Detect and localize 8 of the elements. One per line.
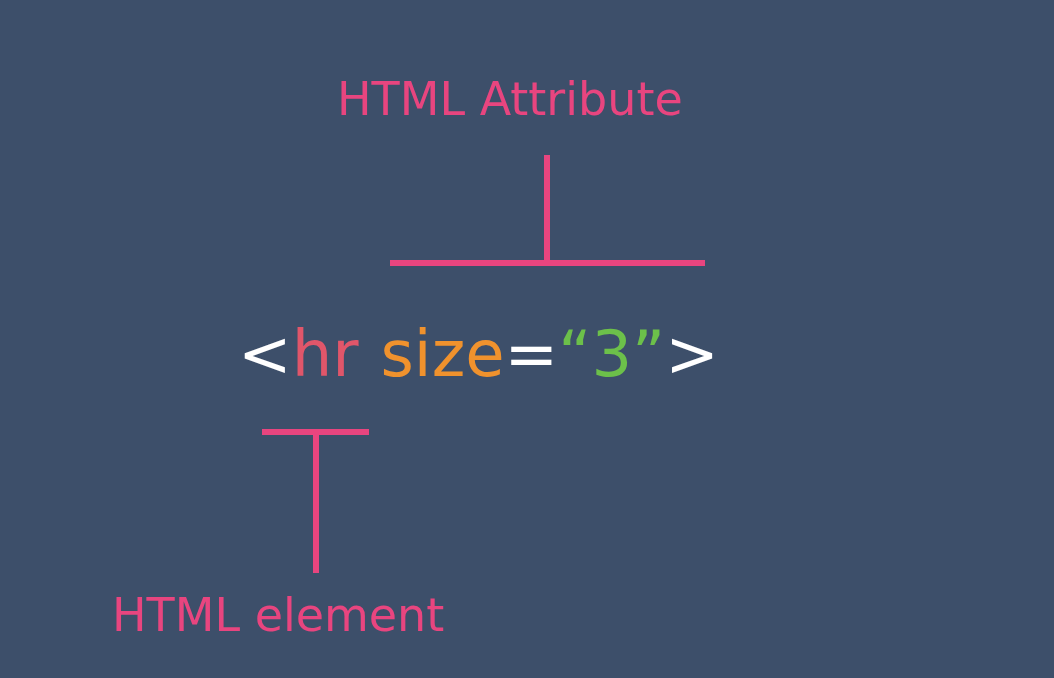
code-text: = (504, 322, 559, 386)
code-text: < (238, 322, 292, 386)
code-text: “3” (558, 322, 666, 386)
code-text: size (380, 322, 505, 386)
annotation-label: HTML element (112, 592, 445, 638)
code-text: > (665, 322, 719, 386)
code-text: hr (291, 322, 359, 386)
annotation-label: HTML Attribute (337, 76, 683, 122)
